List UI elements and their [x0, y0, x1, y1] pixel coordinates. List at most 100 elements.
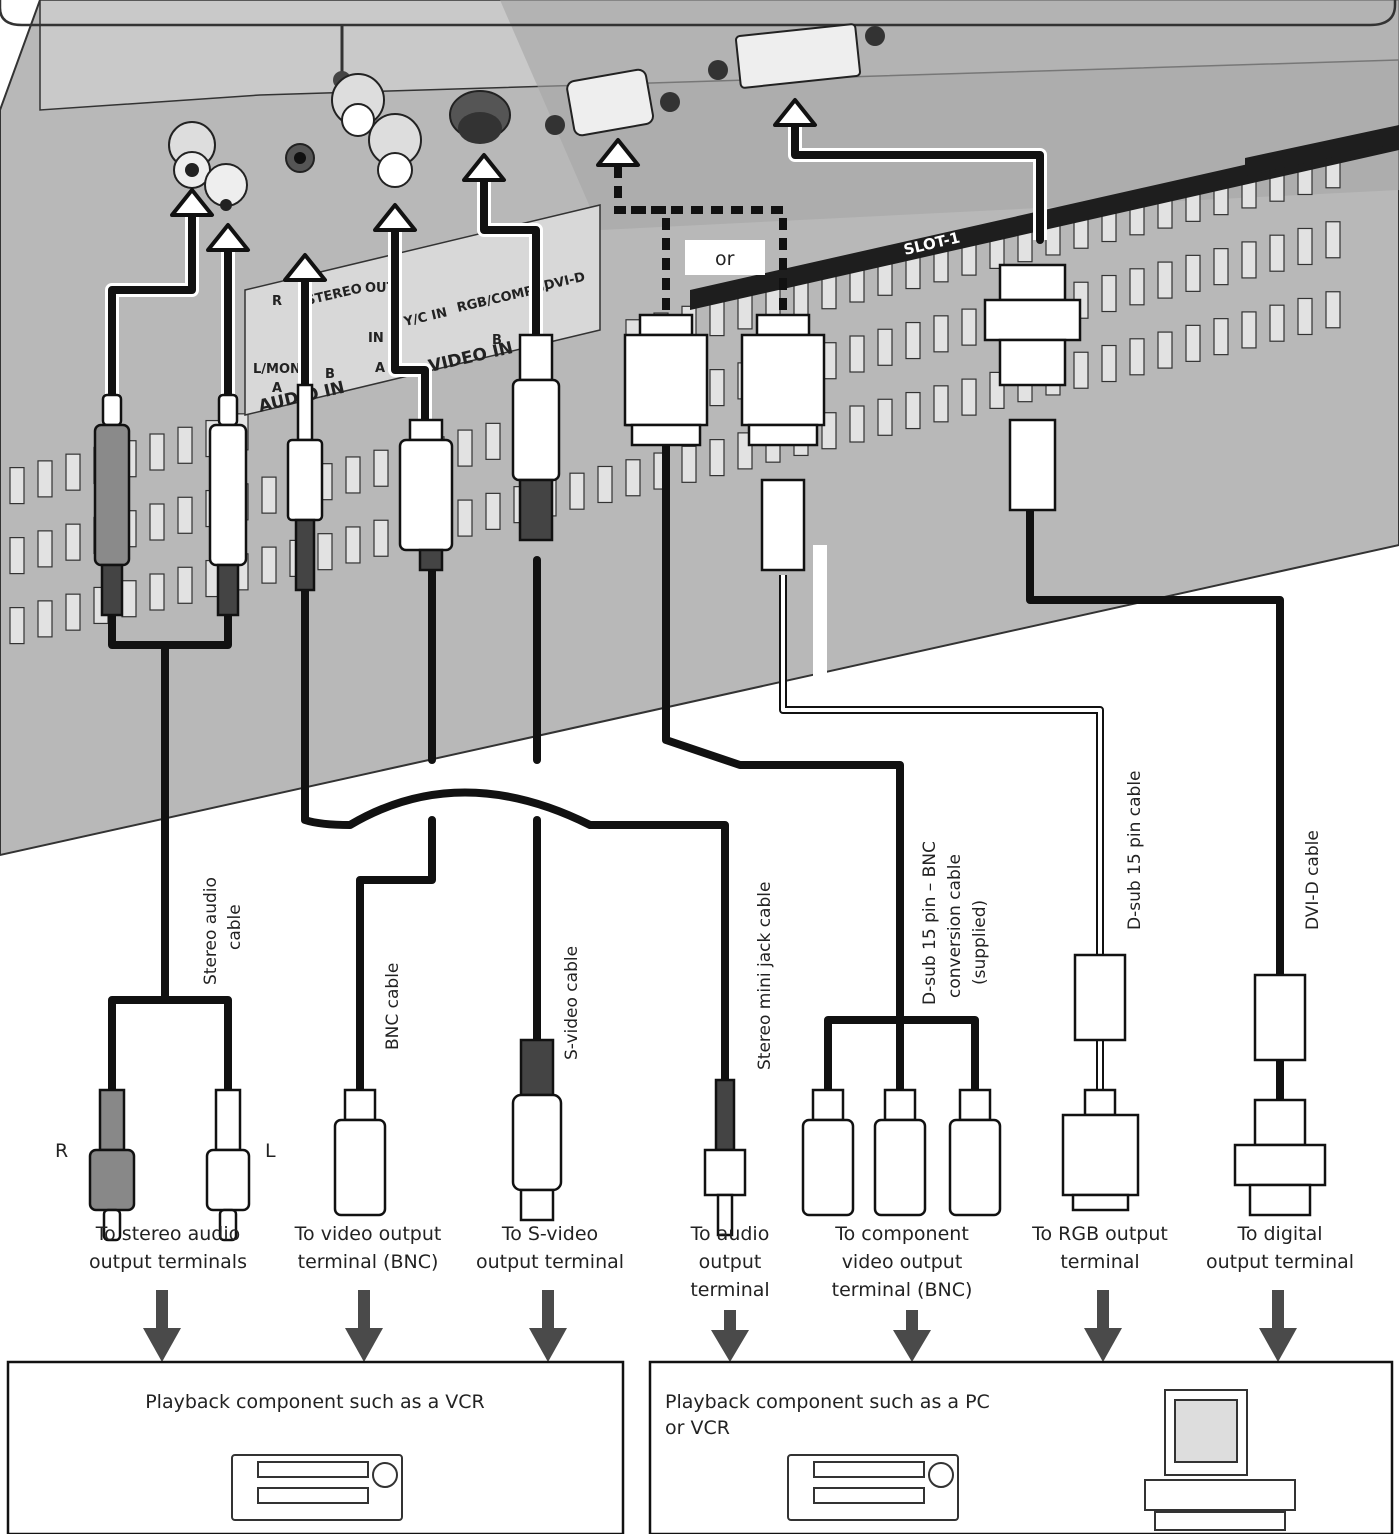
- rca-plug-upper-r: [93, 393, 131, 617]
- vent-slot: [1157, 331, 1173, 369]
- dest-6-line1: To RGB output: [1031, 1223, 1168, 1245]
- vent-slot: [485, 422, 501, 460]
- vent-slot: [37, 600, 53, 638]
- vent-slot: [9, 467, 25, 505]
- rca-jack-l: [204, 163, 248, 211]
- vent-slot: [961, 308, 977, 346]
- vent-slot: [177, 426, 193, 464]
- device-box-vcr-title: Playback component such as a VCR: [145, 1391, 485, 1413]
- vent-slot: [933, 385, 949, 423]
- back-panel: SLOT-1 R STEREO L/MONO A B AUDIO IN OUT …: [0, 0, 1399, 857]
- vcr-icon-2: [787, 1454, 959, 1521]
- vent-slot: [373, 519, 389, 557]
- vent-slot: [877, 328, 893, 366]
- vent-slot: [849, 335, 865, 373]
- pc-icon: [1144, 1389, 1296, 1531]
- vent-slot: [905, 391, 921, 430]
- vent-slot: [1269, 304, 1285, 342]
- dest-5-line1: To component: [834, 1223, 969, 1245]
- audio-r-label: R: [272, 294, 282, 309]
- mini-jack-plug-upper: [286, 383, 324, 592]
- vent-slot: [37, 460, 53, 498]
- dest-6-line2: terminal: [1060, 1251, 1139, 1273]
- vent-slot: [1297, 227, 1313, 266]
- rca-plug-lower-l: [205, 1088, 251, 1242]
- dest-1-line2: output terminals: [89, 1251, 247, 1273]
- audio-a-label: A: [272, 381, 282, 396]
- vent-slot: [149, 433, 165, 471]
- vent-slot: [821, 412, 837, 450]
- vent-slot: [9, 606, 25, 645]
- vent-slot: [149, 503, 165, 541]
- audio-lmono-label: L/MONO: [253, 362, 312, 377]
- bnc-plug-lower: [333, 1088, 387, 1217]
- device-box-pc-title2: or VCR: [665, 1417, 730, 1439]
- vent-slot: [709, 369, 725, 407]
- cable-label-dsub-bnc-3: (supplied): [970, 900, 990, 985]
- cable-label-stereo-1: Stereo audio: [201, 877, 221, 985]
- vent-slot: [121, 580, 137, 618]
- cable-label-stereo-2: cable: [225, 904, 245, 950]
- cable-label-bnc: BNC cable: [383, 963, 403, 1050]
- dest-4-line1: To audio: [690, 1223, 770, 1245]
- ferrite-cores: [1073, 953, 1307, 1062]
- vent-slot: [1213, 318, 1229, 356]
- vent-slot: [1101, 344, 1117, 383]
- dest-3-line2: output terminal: [476, 1251, 624, 1273]
- dsub-plug-upper-b: [740, 313, 826, 572]
- vent-slot: [961, 378, 977, 416]
- dsub-plug-lower: [1061, 1088, 1140, 1212]
- dest-5-line2: video output: [842, 1251, 963, 1273]
- vent-slot: [1157, 261, 1173, 299]
- dest-4-line3: terminal: [690, 1279, 769, 1301]
- dvi-plug-upper: [983, 263, 1082, 512]
- vent-slot: [597, 465, 613, 504]
- svideo-plug-upper: [511, 333, 561, 542]
- vent-slot: [1213, 248, 1229, 286]
- cable-label-dsub15: D-sub 15 pin cable: [1125, 770, 1145, 930]
- video-a-label: A: [375, 361, 385, 376]
- cable-label-dsub-bnc-1: D-sub 15 pin – BNC: [920, 841, 940, 1005]
- vent-slot: [457, 429, 473, 467]
- bnc-plug-upper: [398, 418, 454, 572]
- vent-slot: [1185, 254, 1201, 292]
- vent-slot: [1129, 338, 1145, 376]
- vent-slot: [877, 398, 893, 436]
- dest-7-line2: output terminal: [1206, 1251, 1354, 1273]
- rca-jack-r: [168, 121, 216, 189]
- vent-slot: [933, 315, 949, 353]
- vent-slot: [457, 499, 473, 537]
- vent-slot: [569, 472, 585, 510]
- vent-slot: [1297, 297, 1313, 336]
- insertion-arrows: [170, 98, 817, 282]
- rca-plug-upper-l: [208, 393, 248, 617]
- vent-slot: [1185, 324, 1201, 362]
- dest-1-line1: To stereo audio: [95, 1223, 240, 1245]
- dest-7-line1: To digital: [1236, 1223, 1322, 1245]
- bnc-plugs-component: [801, 1088, 1002, 1217]
- vent-slot: [1269, 234, 1285, 272]
- vent-slot: [1241, 241, 1257, 279]
- bnc-port-out: [331, 73, 385, 137]
- dvi-plug-lower: [1233, 1098, 1327, 1217]
- vent-slot: [625, 459, 641, 497]
- channel-label-r: R: [55, 1140, 68, 1162]
- bnc-port-in: [368, 113, 422, 188]
- dest-3-line1: To S-video: [501, 1223, 598, 1245]
- vent-slot: [65, 593, 81, 631]
- cable-label-dsub-bnc-2: conversion cable: [945, 854, 965, 998]
- dest-4-line2: output: [699, 1251, 762, 1273]
- svideo-plug-lower: [511, 1038, 563, 1222]
- vent-slot: [681, 445, 697, 483]
- mini-jack-port: [285, 143, 315, 173]
- vent-slot: [709, 439, 725, 477]
- vent-slot: [1073, 351, 1089, 389]
- mini-jack-plug-lower: [703, 1078, 747, 1237]
- vent-slot: [177, 566, 193, 604]
- dest-2-line1: To video output: [294, 1223, 442, 1245]
- vent-slot: [1129, 268, 1145, 306]
- vent-slot: [1241, 311, 1257, 349]
- vent-slot: [149, 573, 165, 611]
- vent-slot: [261, 546, 277, 584]
- device-box-pc-title: Playback component such as a PC: [665, 1391, 990, 1413]
